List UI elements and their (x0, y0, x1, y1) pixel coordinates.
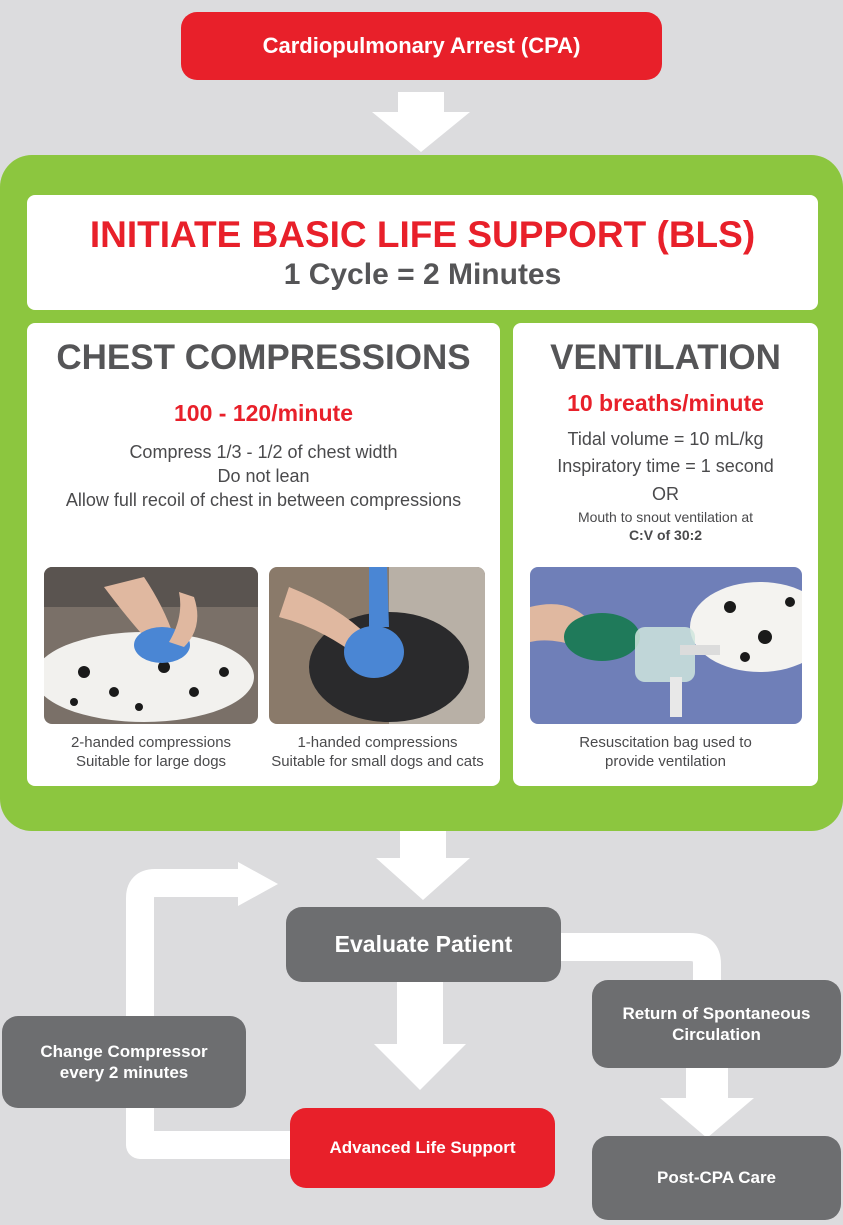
evaluate-patient-label: Evaluate Patient (334, 931, 513, 958)
ventilation-or: OR (652, 484, 679, 504)
one-handed-compressions-image (269, 567, 485, 724)
ventilation-ratio: C:V of 30:2 (628, 527, 703, 543)
ventilation-title: VENTILATION (550, 338, 781, 377)
ventilation-card: VENTILATION 10 breaths/minute Tidal volu… (513, 323, 818, 786)
rosc-line-1: Return of Spontaneous (622, 1003, 811, 1023)
arrow-down-als (374, 1044, 466, 1090)
photo-two-handed-compressions (44, 567, 258, 724)
compressions-card: CHEST COMPRESSIONS 100 - 120/minute Comp… (27, 323, 500, 786)
compressions-line-2: Do not lean (217, 466, 310, 486)
ventilation-mouth-line: Mouth to snout ventilation at (577, 509, 754, 525)
compressions-rate: 100 - 120/minute (174, 400, 353, 426)
cpa-label: Cardiopulmonary Arrest (CPA) (262, 33, 581, 59)
als-box: Advanced Life Support (290, 1108, 555, 1188)
post-cpa-label: Post-CPA Care (656, 1168, 777, 1188)
photo1-caption-line-2: Suitable for large dogs (75, 753, 227, 770)
connector-evaluate-rosc (540, 933, 721, 980)
photo-one-handed-compressions (269, 567, 485, 724)
compressions-title: CHEST COMPRESSIONS (56, 338, 471, 377)
connector-rosc-post (686, 1064, 728, 1100)
bls-cycle: 1 Cycle = 2 Minutes (283, 258, 562, 291)
photo1-caption-line-1: 2-handed compressions (70, 734, 232, 751)
arrow-down-top (372, 92, 470, 152)
photo3-caption: Resuscitation bag used to provide ventil… (513, 733, 818, 771)
photo3-caption-line-1: Resuscitation bag used to (579, 734, 752, 751)
als-label: Advanced Life Support (329, 1138, 516, 1158)
compressions-line-1: Compress 1/3 - 1/2 of chest width (129, 442, 398, 462)
rosc-line-2: Circulation (672, 1025, 761, 1044)
compressions-line-3: Allow full recoil of chest in between co… (65, 490, 462, 510)
photo3-caption-line-2: provide ventilation (605, 753, 726, 770)
photo1-caption: 2-handed compressions Suitable for large… (27, 733, 275, 771)
post-cpa-box: Post-CPA Care (592, 1136, 841, 1220)
photo-resuscitation-bag (530, 567, 802, 724)
photo2-caption-line-1: 1-handed compressions (297, 734, 458, 751)
photo2-caption: 1-handed compressions Suitable for small… (255, 733, 500, 771)
change-compressor-line-2: every 2 minutes (59, 1063, 189, 1082)
ventilation-line-2: Inspiratory time = 1 second (557, 456, 774, 476)
resuscitation-bag-image (530, 567, 802, 724)
arrow-right-loop (238, 862, 278, 906)
evaluate-patient-box: Evaluate Patient (286, 907, 561, 982)
bls-header-card: INITIATE BASIC LIFE SUPPORT (BLS) 1 Cycl… (27, 195, 818, 310)
arrow-down-post (660, 1098, 754, 1138)
ventilation-rate: 10 breaths/minute (567, 390, 764, 416)
change-compressor-box: Change Compressor every 2 minutes (2, 1016, 246, 1108)
change-compressor-line-1: Change Compressor (40, 1041, 208, 1061)
photo2-caption-line-2: Suitable for small dogs and cats (271, 753, 484, 770)
ventilation-line-1: Tidal volume = 10 mL/kg (567, 429, 764, 449)
cpa-box: Cardiopulmonary Arrest (CPA) (181, 12, 662, 80)
two-handed-compressions-image (44, 567, 258, 724)
loop-connector (126, 869, 295, 1159)
bls-title: INITIATE BASIC LIFE SUPPORT (BLS) (89, 214, 756, 255)
rosc-box: Return of Spontaneous Circulation (592, 980, 841, 1068)
arrow-down-middle (376, 828, 470, 900)
